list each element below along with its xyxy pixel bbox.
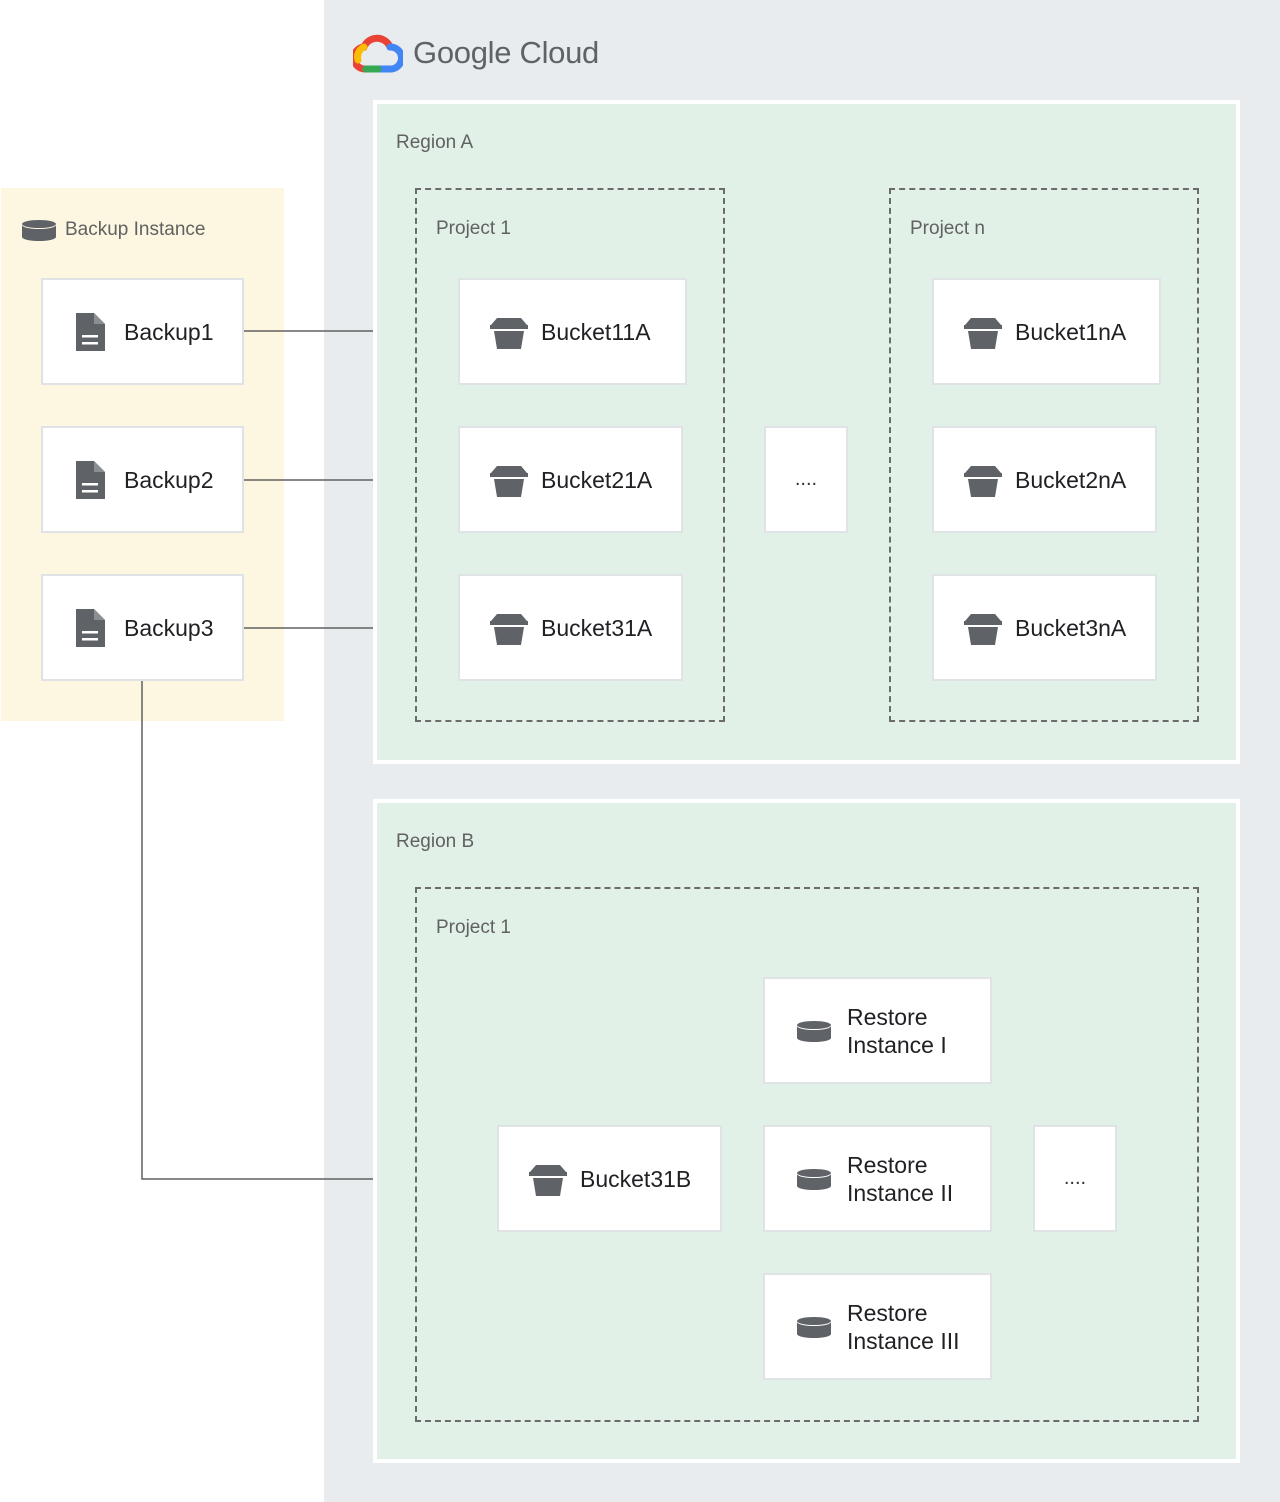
bucket21a-node[interactable]: Bucket21A: [458, 426, 683, 533]
bucket2na-label: Bucket2nA: [1015, 466, 1127, 493]
bucket31a-node[interactable]: Bucket31A: [458, 574, 683, 681]
database-icon: [22, 220, 56, 241]
region-a-more-projects: ....: [764, 426, 848, 533]
storage-bucket-icon: [963, 611, 1003, 645]
region-b-project-1: [415, 887, 1199, 1422]
bucket21a-label: Bucket21A: [541, 466, 653, 493]
region-a-project-n: [889, 188, 1199, 722]
restore-instance-3-line1: Restore: [847, 1299, 928, 1326]
database-icon: [795, 1019, 833, 1043]
storage-bucket-icon: [528, 1162, 568, 1196]
region-b-project-1-label: Project 1: [436, 917, 511, 938]
database-icon: [795, 1167, 833, 1191]
google-cloud-brand: Google Cloud: [413, 35, 599, 70]
bucket2na-node[interactable]: Bucket2nA: [932, 426, 1157, 533]
bucket11a-node[interactable]: Bucket11A: [458, 278, 687, 385]
bucket1na-label: Bucket1nA: [1015, 318, 1127, 345]
restore-instance-1-node[interactable]: Restore Instance I: [763, 977, 992, 1084]
document-icon: [73, 608, 106, 647]
backup1-node[interactable]: Backup1: [41, 278, 244, 385]
restore-instance-1-line2: Instance I: [847, 1031, 947, 1058]
restore-instance-2-line2: Instance II: [847, 1179, 954, 1206]
region-a-project-n-label: Project n: [910, 218, 985, 239]
database-icon: [795, 1315, 833, 1339]
backup3-label: Backup3: [124, 614, 214, 641]
backup2-node[interactable]: Backup2: [41, 426, 244, 533]
google-cloud-logo: Google Cloud: [353, 30, 653, 76]
google-cloud-logo-icon: [353, 34, 403, 73]
restore-instance-1-line1: Restore: [847, 1003, 928, 1030]
storage-bucket-icon: [963, 463, 1003, 497]
storage-bucket-icon: [489, 463, 529, 497]
storage-bucket-icon: [963, 315, 1003, 349]
restore-instance-1-label: Restore Instance I: [847, 1003, 947, 1059]
restore-instance-3-label: Restore Instance III: [847, 1299, 960, 1355]
region-a-project-1-label: Project 1: [436, 218, 511, 239]
bucket11a-label: Bucket11A: [541, 318, 651, 345]
restore-instance-2-label: Restore Instance II: [847, 1151, 953, 1207]
bucket1na-node[interactable]: Bucket1nA: [932, 278, 1161, 385]
bucket31b-node[interactable]: Bucket31B: [497, 1125, 722, 1232]
bucket31b-label: Bucket31B: [580, 1165, 692, 1192]
restore-instance-2-node[interactable]: Restore Instance II: [763, 1125, 992, 1232]
bucket3na-node[interactable]: Bucket3nA: [932, 574, 1157, 681]
region-a-label: Region A: [396, 132, 474, 153]
document-icon: [73, 460, 106, 499]
backup1-label: Backup1: [124, 318, 214, 345]
document-icon: [73, 312, 106, 351]
region-b-more-instances: ....: [1033, 1125, 1117, 1232]
backup-instance-header: Backup Instance: [20, 216, 205, 244]
region-b-label: Region B: [396, 831, 475, 852]
storage-bucket-icon: [489, 611, 529, 645]
backup2-label: Backup2: [124, 466, 214, 493]
restore-instance-3-node[interactable]: Restore Instance III: [763, 1273, 992, 1380]
bucket3na-label: Bucket3nA: [1015, 614, 1127, 641]
bucket31a-label: Bucket31A: [541, 614, 653, 641]
restore-instance-3-line2: Instance III: [847, 1327, 960, 1354]
storage-bucket-icon: [489, 315, 529, 349]
restore-instance-2-line1: Restore: [847, 1151, 928, 1178]
backup3-node[interactable]: Backup3: [41, 574, 244, 681]
backup-instance-label: Backup Instance: [65, 219, 206, 240]
region-a-project-1: [415, 188, 725, 722]
